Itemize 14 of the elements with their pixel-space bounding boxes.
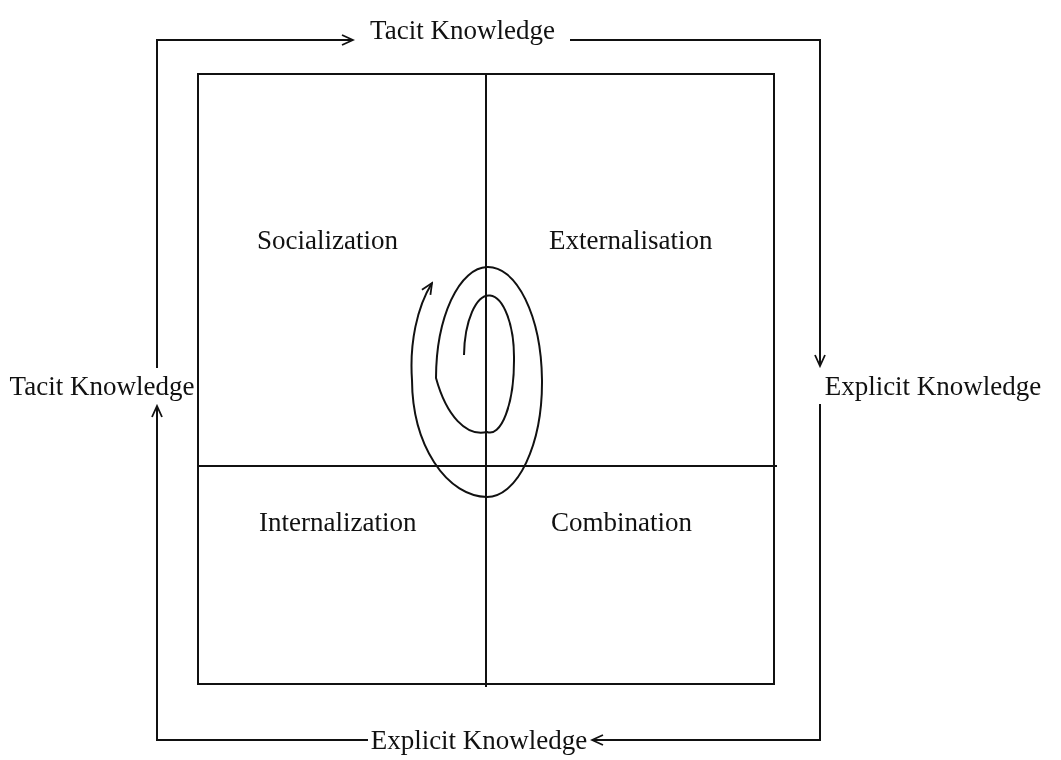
axis-label: Tacit Knowledge: [355, 12, 570, 48]
arrow: [591, 403, 821, 746]
grid-box: [197, 73, 775, 685]
quadrant-label: Internalization: [259, 507, 417, 538]
quadrant-label: Socialization: [257, 225, 398, 256]
axis-label: Explicit Knowledge: [808, 368, 1058, 404]
quadrant-label: Externalisation: [549, 225, 713, 256]
quadrant-label: Combination: [551, 507, 692, 538]
arrow: [156, 34, 354, 369]
quadrant-cell: [199, 75, 487, 467]
arrow: [569, 39, 826, 367]
axis-label: Explicit Knowledge: [368, 722, 590, 758]
arrow: [151, 405, 369, 741]
axis-label: Tacit Knowledge: [4, 368, 200, 404]
